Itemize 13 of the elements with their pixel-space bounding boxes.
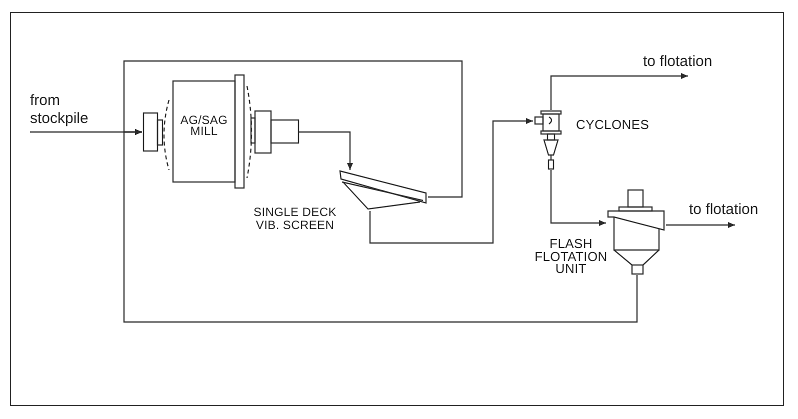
- flow-arrow: [550, 73, 688, 110]
- flow-arrow: [550, 170, 606, 226]
- flow-arrow: [299, 131, 353, 170]
- flotation-cell-drawing: [606, 188, 666, 275]
- flow-arrow: [369, 118, 533, 244]
- equipment-label: SINGLE DECK VIB. SCREEN: [252, 206, 338, 232]
- flow-arrow: [666, 222, 735, 228]
- flow-arrow: [123, 60, 463, 198]
- equipment-label: FLASH FLOTATION UNIT: [534, 238, 608, 276]
- equipment-label: CYCLONES: [576, 117, 650, 132]
- vibrating-screen-drawing: [338, 170, 428, 211]
- cyclone-drawing: [533, 110, 562, 170]
- equipment-label: AG/SAG MILL: [179, 115, 229, 137]
